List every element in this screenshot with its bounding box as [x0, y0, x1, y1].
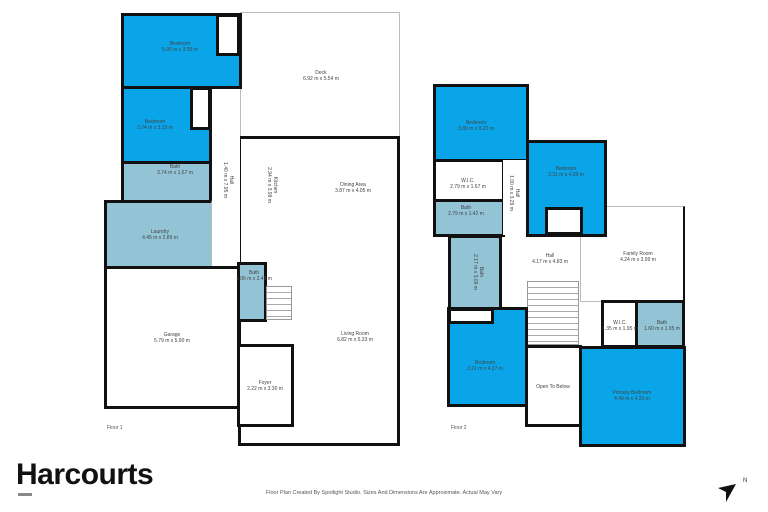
- family-room: [580, 206, 685, 302]
- logo-underline: [18, 493, 32, 496]
- room-label: W.I.C.1.35 m x 1.95 m: [602, 320, 638, 332]
- floor-2-label: Floor 2: [451, 425, 467, 431]
- closet: [216, 14, 240, 56]
- disclaimer: Floor Plan Created By Spotlight Studio. …: [265, 490, 503, 496]
- harcourts-logo: Harcourts: [16, 458, 154, 491]
- hall-floor1: [210, 87, 240, 267]
- closet: [448, 308, 494, 324]
- stairs: [266, 286, 292, 320]
- primary-bedroom: [579, 346, 686, 447]
- north-label: N: [743, 478, 748, 484]
- bath-small-floor1: [237, 262, 267, 322]
- deck: [240, 12, 400, 138]
- closet: [545, 207, 583, 235]
- closet: [190, 87, 211, 130]
- foyer: [237, 344, 294, 427]
- garage: [104, 266, 240, 409]
- north-arrow-icon: N: [716, 478, 752, 509]
- room-label: Open To Below: [536, 384, 570, 390]
- bath-f2-2: [448, 235, 502, 311]
- room-label: W.I.C.2.79 m x 1.67 m: [450, 178, 486, 190]
- stairs: [527, 281, 579, 345]
- wic-f2: [433, 159, 505, 202]
- floor-1-label: Floor 1: [107, 425, 123, 431]
- hall-f2-small: [503, 160, 527, 235]
